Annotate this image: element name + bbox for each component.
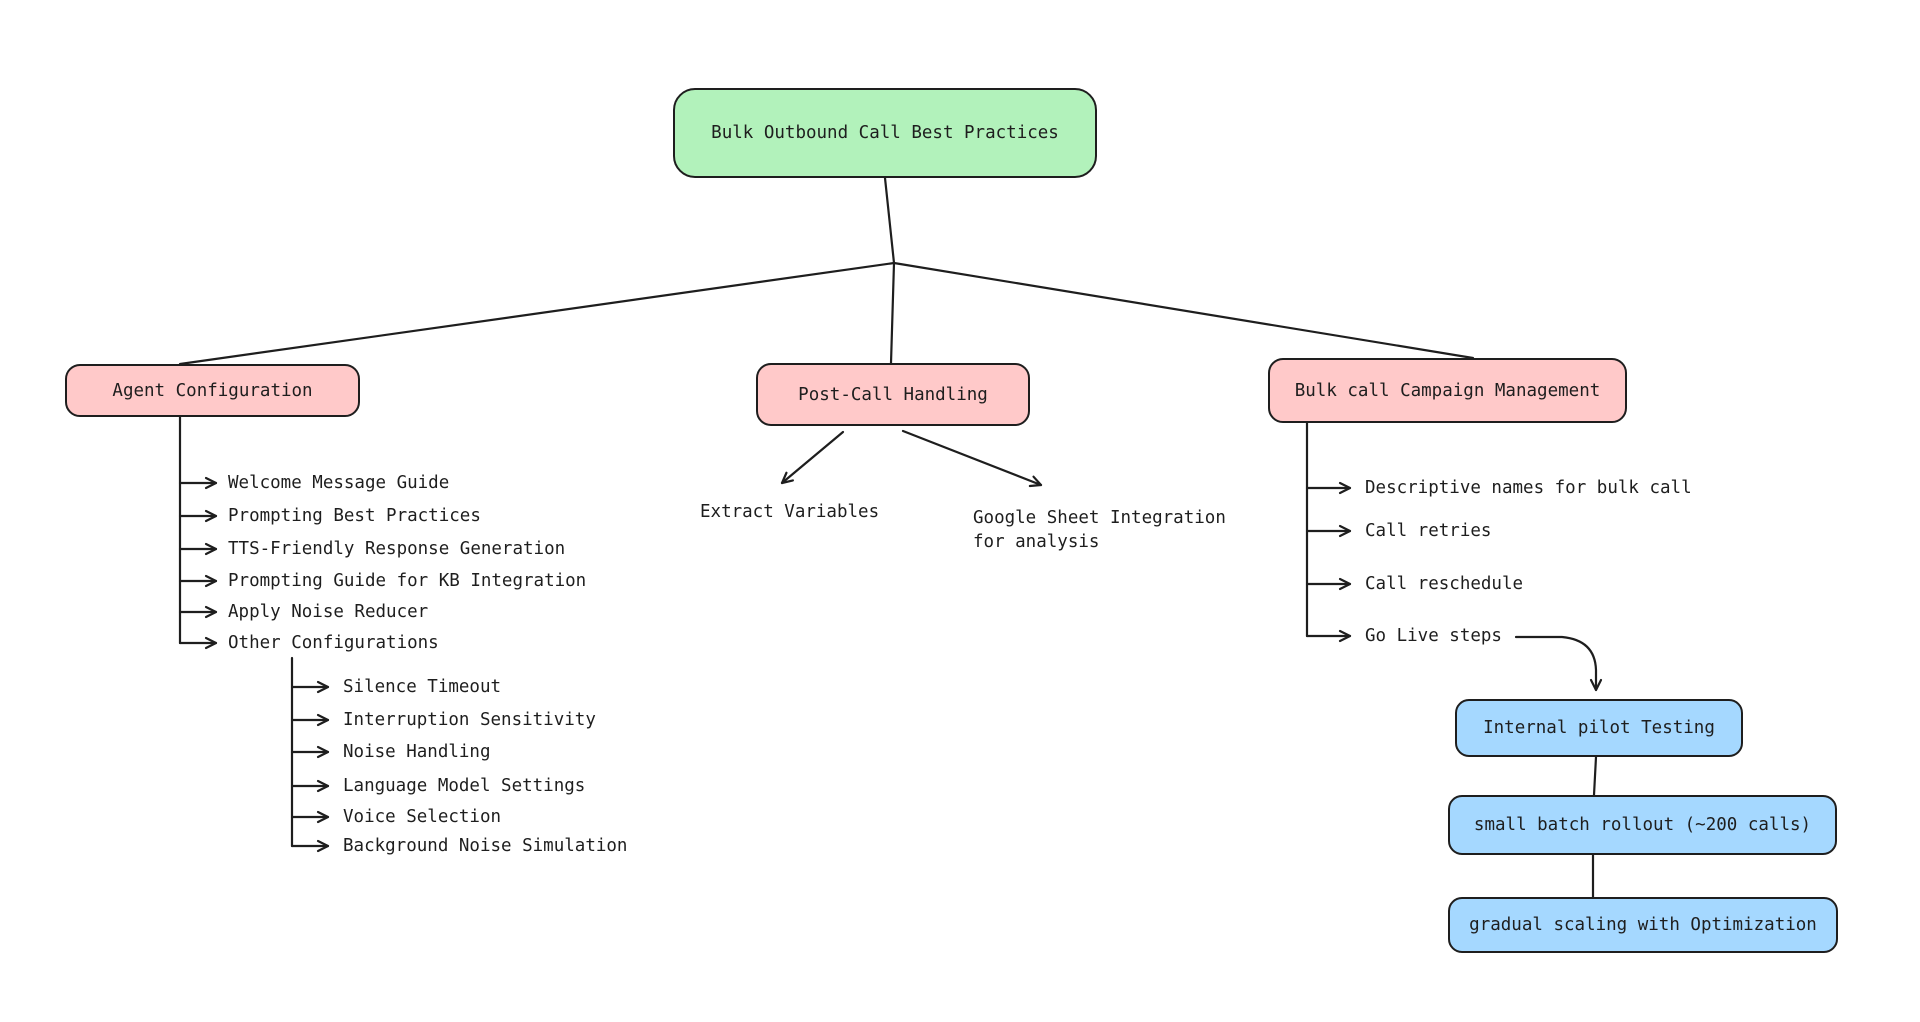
other-config-item: Background Noise Simulation: [343, 836, 628, 856]
step-node-gradual-scaling[interactable]: gradual scaling with Optimization: [1448, 897, 1838, 953]
connector-root-junction: [883, 176, 896, 265]
other-config-item: Silence Timeout: [343, 677, 502, 697]
branch-node-agent-configuration[interactable]: Agent Configuration: [65, 364, 360, 417]
connector-postcall-gsheet-arrow: [901, 429, 1043, 488]
connector-golive-arrow: [1514, 635, 1603, 692]
campaign-item: Descriptive names for bulk call: [1365, 478, 1692, 498]
agent-config-item: Apply Noise Reducer: [228, 602, 429, 622]
campaign-item: Call reschedule: [1365, 574, 1524, 594]
branch-node-post-call-handling[interactable]: Post-Call Handling: [756, 363, 1030, 426]
connector-step1-step2: [1592, 755, 1598, 797]
other-config-item: Voice Selection: [343, 807, 502, 827]
agent-configuration-label: Agent Configuration: [112, 380, 313, 401]
step-label: small batch rollout (~200 calls): [1473, 815, 1812, 835]
agent-config-item: TTS-Friendly Response Generation: [228, 539, 566, 559]
agent-config-item: Prompting Best Practices: [228, 506, 481, 526]
agent-config-item: Other Configurations: [228, 633, 439, 653]
postcall-child-google-sheet: Google Sheet Integration for analysis: [973, 508, 1226, 552]
other-config-item: Language Model Settings: [343, 776, 586, 796]
step-node-small-batch-rollout[interactable]: small batch rollout (~200 calls): [1448, 795, 1837, 855]
other-config-item: Noise Handling: [343, 742, 491, 762]
root-node[interactable]: Bulk Outbound Call Best Practices: [673, 88, 1097, 178]
connector-junction-campaign: [892, 261, 1475, 360]
other-config-item: Interruption Sensitivity: [343, 710, 596, 730]
postcall-child-extract-variables: Extract Variables: [700, 502, 880, 522]
step-node-internal-pilot-testing[interactable]: Internal pilot Testing: [1455, 699, 1743, 757]
root-node-label: Bulk Outbound Call Best Practices: [711, 123, 1059, 143]
connector-postcall-extract-arrow: [780, 430, 845, 485]
connector-junction-postcall: [889, 261, 896, 365]
agent-config-item: Prompting Guide for KB Integration: [228, 571, 587, 591]
step-label: gradual scaling with Optimization: [1469, 915, 1817, 935]
post-call-handling-label: Post-Call Handling: [798, 384, 988, 405]
branch-node-campaign-management[interactable]: Bulk call Campaign Management: [1268, 358, 1627, 423]
campaign-item: Go Live steps: [1365, 626, 1502, 646]
campaign-management-label: Bulk call Campaign Management: [1294, 380, 1601, 401]
step-label: Internal pilot Testing: [1483, 718, 1715, 738]
campaign-item: Call retries: [1365, 521, 1492, 541]
connector-junction-agent: [178, 261, 896, 366]
agent-config-item: Welcome Message Guide: [228, 473, 450, 493]
